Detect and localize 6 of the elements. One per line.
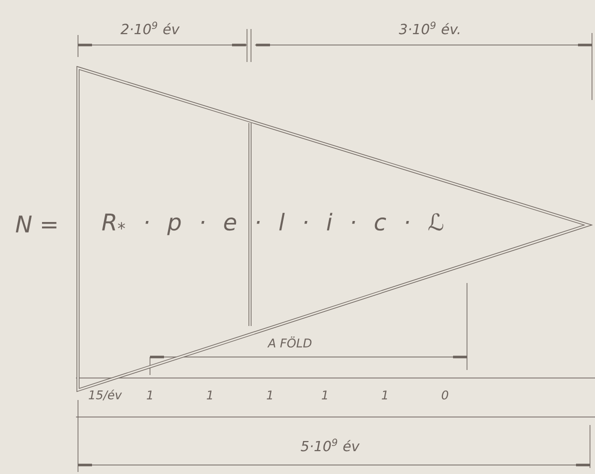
value-label: 15/év (88, 390, 122, 400)
dimension-label: A FÖLD (267, 336, 312, 348)
dimension-label: 5·10$^{9}$ év (300, 438, 360, 452)
dimension-label: 3·10$^{9}$ év. (398, 22, 460, 34)
equation-label: N = (16, 216, 56, 232)
dimension-label: 2·10$^{9}$ év (120, 22, 180, 34)
